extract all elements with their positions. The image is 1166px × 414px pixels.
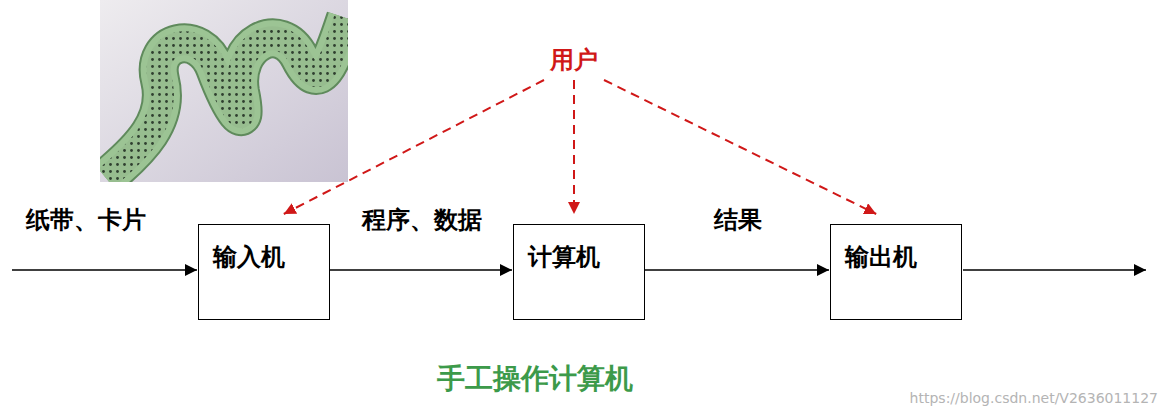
node-text: 输入机 <box>213 241 285 273</box>
dashed-arrow <box>604 80 876 214</box>
flow-arrow <box>645 269 829 271</box>
tape-edge <box>106 18 346 178</box>
process-box: 输入机 <box>198 224 330 320</box>
input-feed-line <box>12 269 197 271</box>
tape-holes <box>106 18 346 178</box>
node-text: 计算机 <box>528 241 600 273</box>
output-line <box>963 269 1146 271</box>
photo-ground <box>100 0 348 182</box>
node-text: 输出机 <box>845 241 917 273</box>
tape-band <box>106 18 346 178</box>
caption: 手工操作计算机 <box>437 360 633 398</box>
input-media-label: 纸带、卡片 <box>26 204 146 236</box>
dashed-arrow <box>284 80 544 214</box>
process-box: 输出机 <box>830 224 962 320</box>
flow-arrow <box>330 269 512 271</box>
user-label: 用户 <box>546 42 602 78</box>
watermark: https://blog.csdn.net/V2636011127 <box>910 390 1158 406</box>
node-text: 用户 <box>550 44 598 76</box>
edge-label: 结果 <box>711 204 765 236</box>
edge-label: 程序、数据 <box>359 204 485 236</box>
punched-tape-photo <box>100 0 348 182</box>
process-box: 计算机 <box>513 224 645 320</box>
dashed-arrow <box>573 80 575 214</box>
